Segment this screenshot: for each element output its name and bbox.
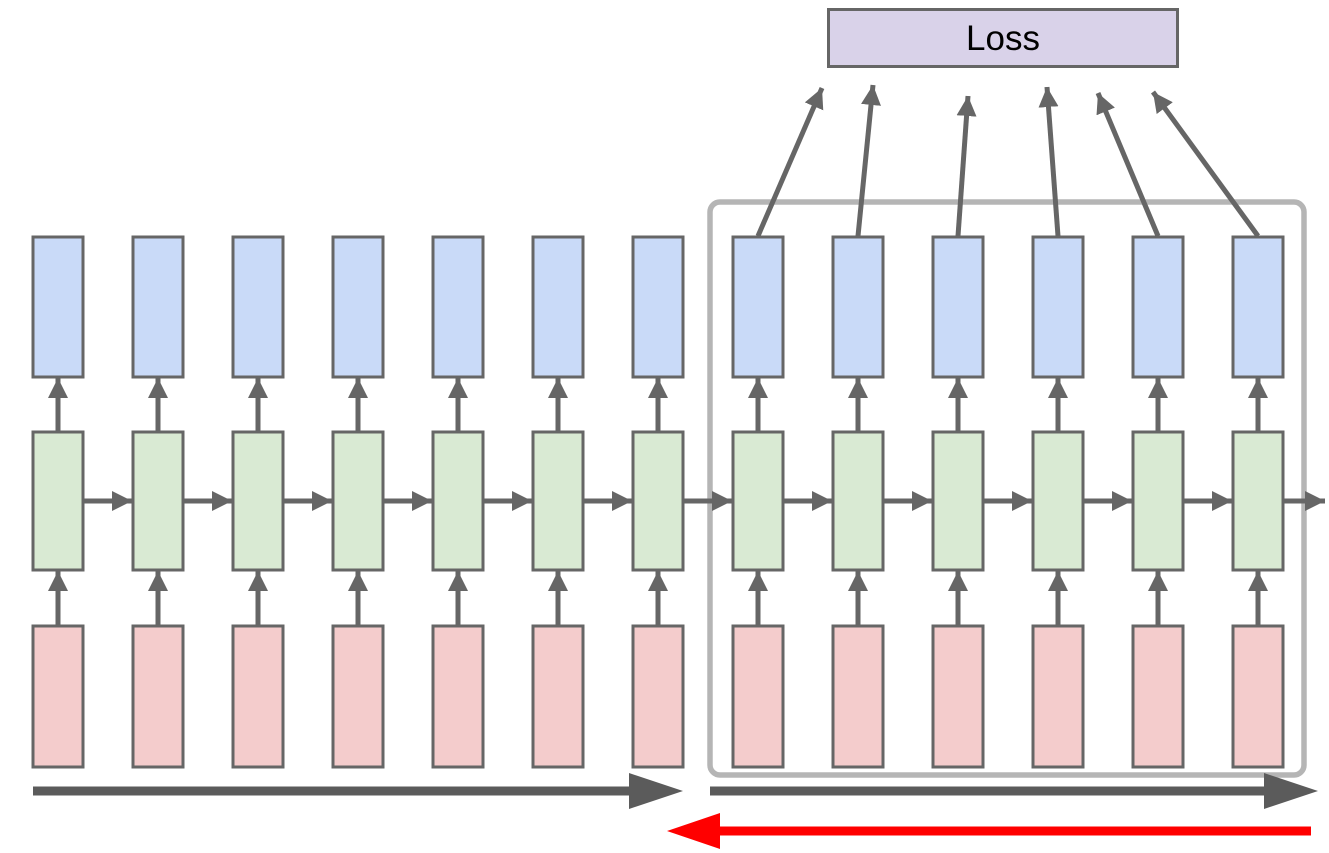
input-box [531,624,585,769]
output-to-loss-arrow [1095,92,1161,237]
input-box [131,624,185,769]
hidden-box [131,430,185,572]
output-to-loss-arrow [1038,86,1061,237]
input-box [331,624,385,769]
output-box [231,235,285,379]
output-to-loss-arrow [1150,90,1261,238]
output-box [731,235,785,379]
output-box [431,235,485,379]
hidden-box [731,430,785,572]
hidden-box [531,430,585,572]
hidden-box [1031,430,1085,572]
output-box [131,235,185,379]
hidden-box [631,430,685,572]
output-to-loss-arrow [955,95,977,237]
input-box [931,624,985,769]
forward-pass-arrow-right-head [1264,773,1318,809]
truncation-window-outline [707,199,1307,778]
output-box [831,235,885,379]
input-box [731,624,785,769]
input-box [1031,624,1085,769]
backward-pass-arrow-head [667,813,720,849]
input-box [1231,624,1285,769]
output-box [631,235,685,379]
loss-label: Loss [966,18,1040,58]
input-box [431,624,485,769]
output-box [1031,235,1085,379]
output-box [931,235,985,379]
forward-pass-arrow-left-head [629,773,683,809]
loss-box: Loss [827,8,1179,68]
hidden-box [1131,430,1185,572]
output-box [1131,235,1185,379]
hidden-box [31,430,85,572]
output-box [331,235,385,379]
output-to-loss-arrow [755,87,825,237]
output-box [1231,235,1285,379]
hidden-box [431,430,485,572]
input-box [631,624,685,769]
output-to-loss-arrow [855,84,881,237]
input-box [831,624,885,769]
output-box [531,235,585,379]
hidden-box [831,430,885,572]
input-box [231,624,285,769]
hidden-box [331,430,385,572]
output-box [31,235,85,379]
input-box [1131,624,1185,769]
input-box [31,624,85,769]
hidden-box [1231,430,1285,572]
hidden-box [231,430,285,572]
hidden-box [931,430,985,572]
